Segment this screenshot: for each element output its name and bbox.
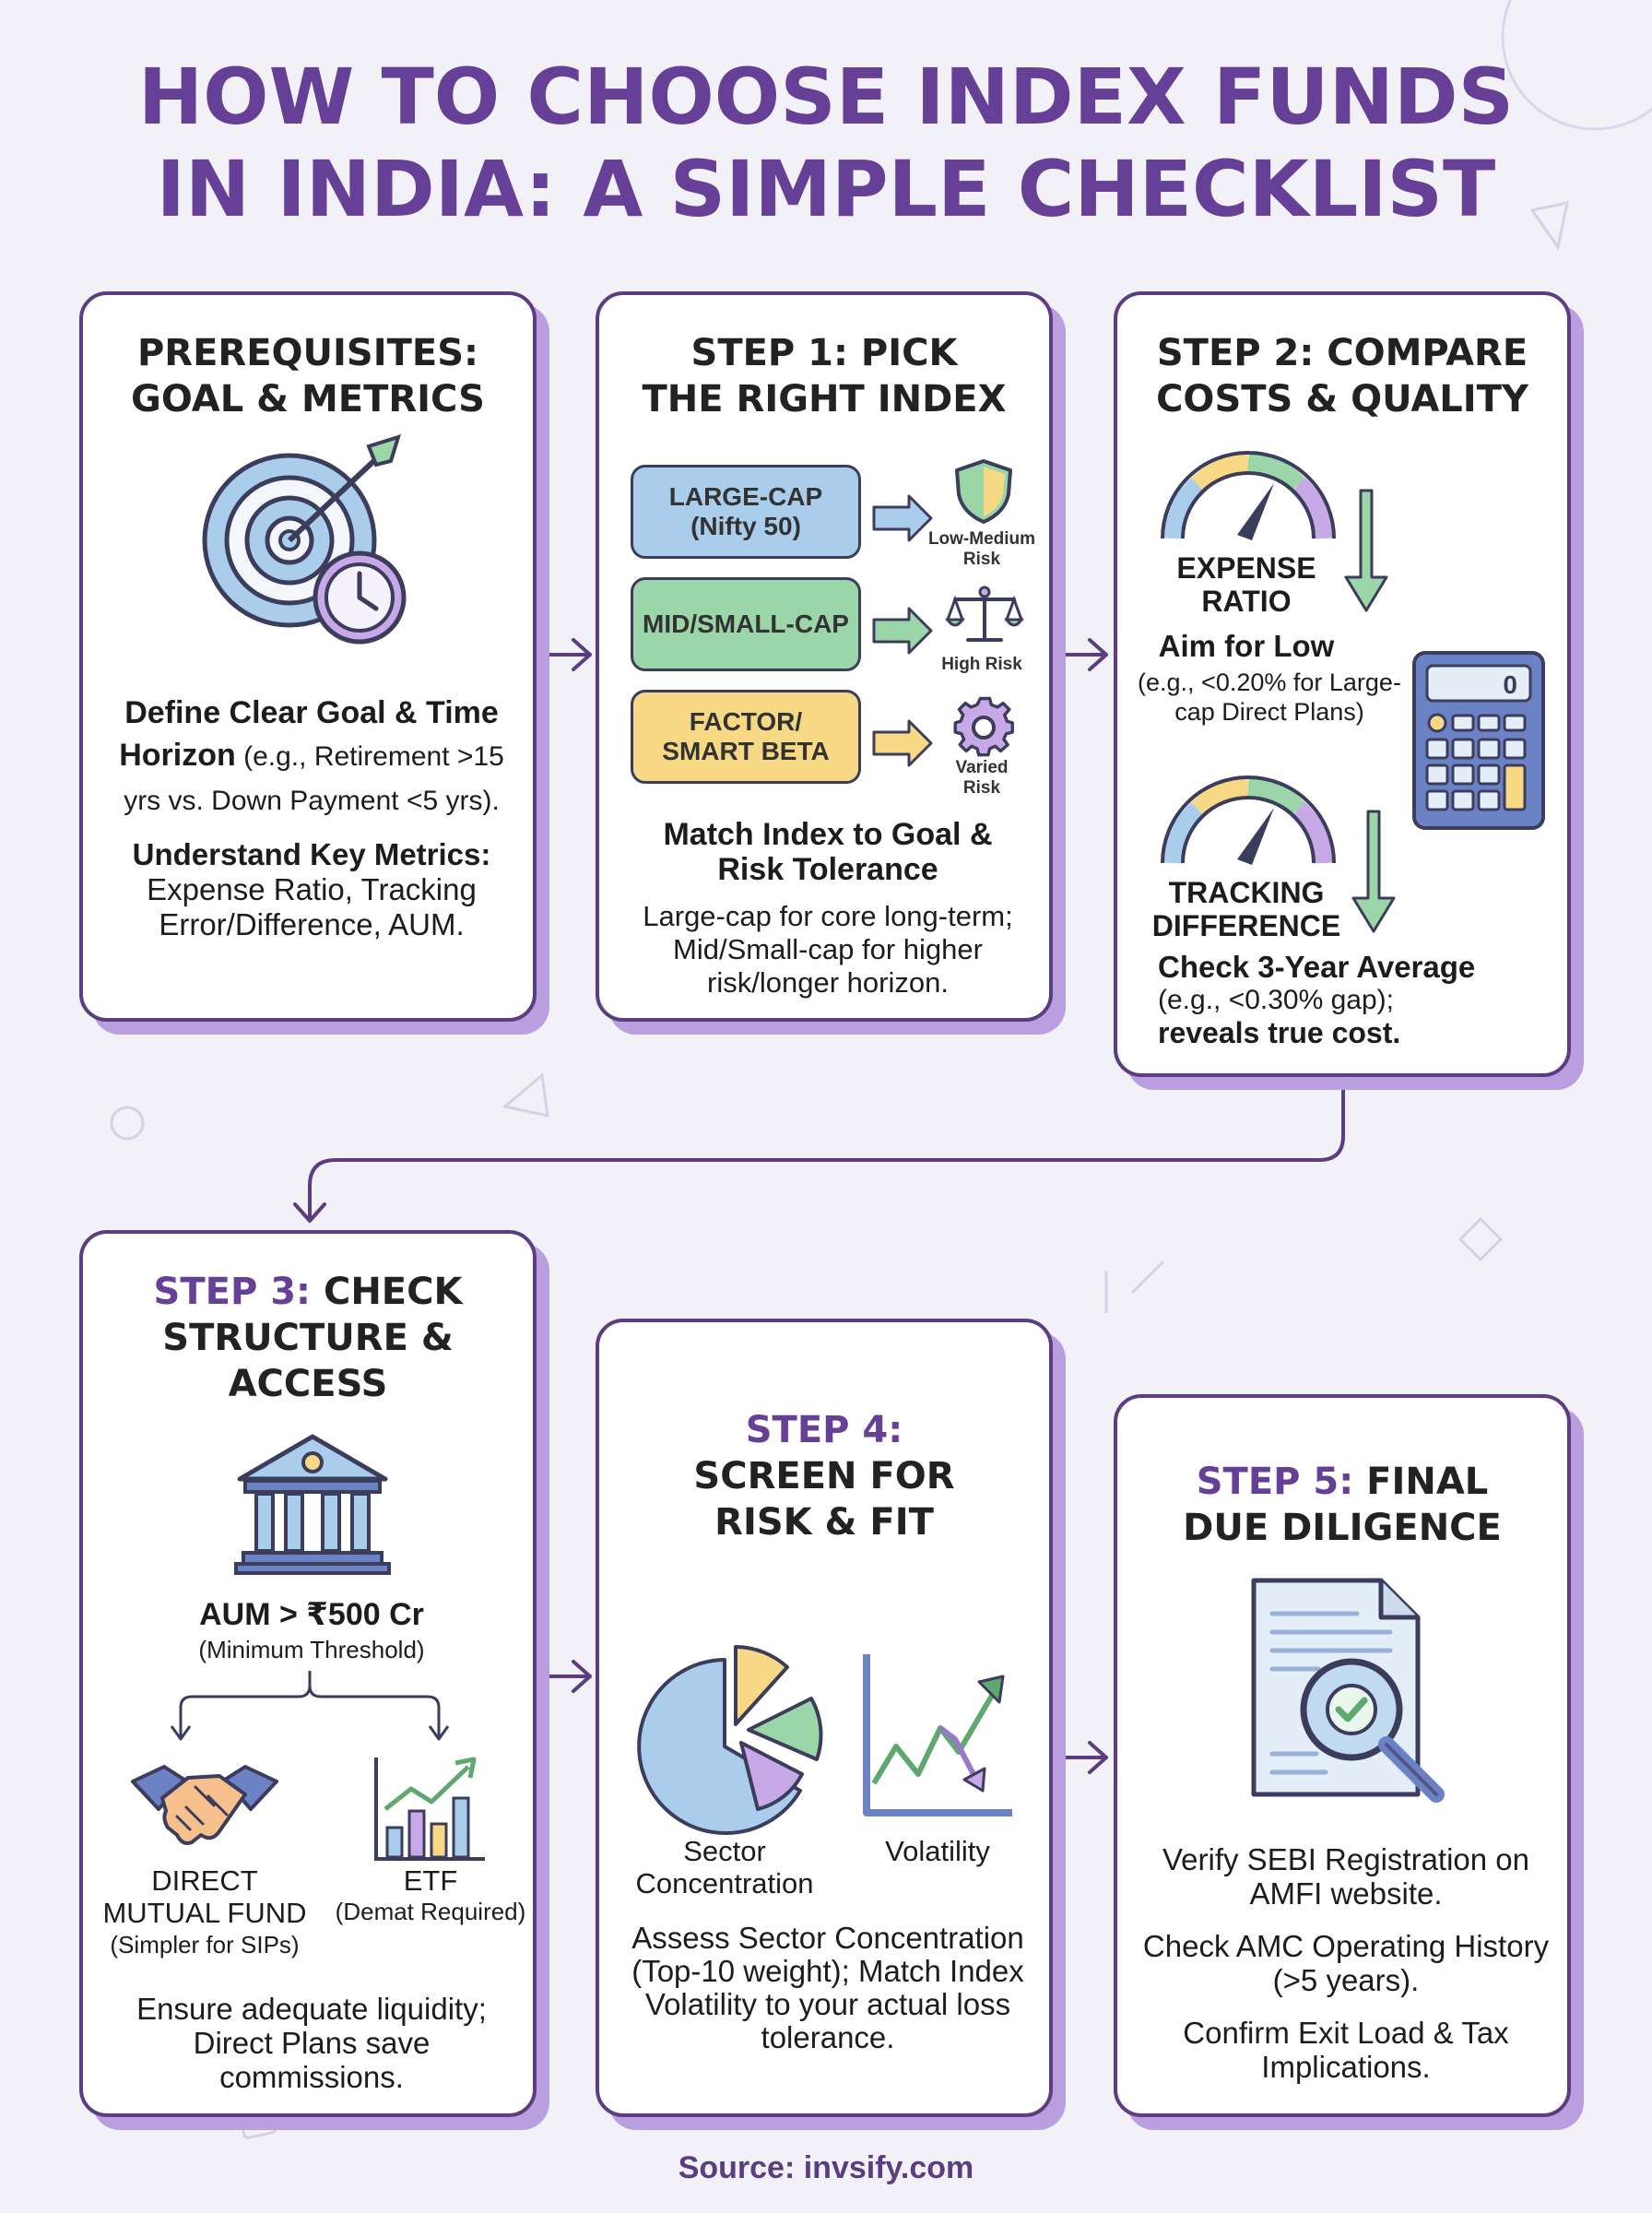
down-arrow-icon xyxy=(1344,489,1388,612)
etf-note: (Demat Required) xyxy=(335,1898,526,1925)
calculator-icon: 0 xyxy=(1412,651,1545,830)
expense-ratio-label: EXPENSE RATIO xyxy=(1176,551,1316,618)
aum-note: (Minimum Threshold) xyxy=(198,1636,425,1663)
card-step2: STEP 2: COMPARE COSTS & QUALITY EXPENSE … xyxy=(1114,291,1571,1077)
arrow-right-icon xyxy=(872,719,933,767)
pie-chart-icon xyxy=(637,1645,823,1835)
tracking-gauge-icon xyxy=(1161,775,1336,865)
due-diligence-item-2: Check AMC Operating History (>5 years). xyxy=(1142,1929,1550,1997)
card-step3: STEP 3: CHECK STRUCTURE & ACCESS AUM > ₹… xyxy=(79,1230,537,2117)
card-title: STEP 3: CHECK STRUCTURE & ACCESS xyxy=(153,1271,463,1405)
goal-text: Define Clear Goal & Time Horizon (e.g., … xyxy=(119,695,504,816)
tracking-text: Check 3-Year Average (e.g., <0.30% gap);… xyxy=(1158,950,1476,1049)
arrow-prereq-to-step1 xyxy=(537,638,592,671)
svg-text:0: 0 xyxy=(1503,670,1517,699)
step1-description: Large-cap for core long-term; Mid/Small-… xyxy=(643,900,1013,999)
due-diligence-item-1: Verify SEBI Registration on AMFI website… xyxy=(1162,1842,1530,1911)
arrow-step1-to-step2 xyxy=(1053,638,1108,671)
option-arrows xyxy=(872,494,933,767)
metrics-text: Understand Key Metrics: Expense Ratio, T… xyxy=(132,837,491,941)
decor-diamond xyxy=(1457,1216,1504,1262)
index-option-factor: FACTOR/ SMART BETA xyxy=(631,690,861,784)
index-option-large-cap: LARGE-CAP (Nifty 50) xyxy=(631,465,861,559)
expense-heading: Aim for Low xyxy=(1158,629,1335,663)
volatility-label: Volatility xyxy=(885,1835,990,1867)
step1-heading: Match Index to Goal & Risk Tolerance xyxy=(663,817,993,887)
direct-mutual-fund-note: (Simpler for SIPs) xyxy=(110,1931,300,1959)
card-step4: STEP 4: SCREEN FOR RISK & FIT Sector Con… xyxy=(596,1319,1053,2117)
risk-label-mid-small-cap: High Risk xyxy=(941,655,1022,674)
card-title: STEP 1: PICK THE RIGHT INDEX xyxy=(642,332,1007,420)
gear-icon xyxy=(953,696,1014,757)
sector-concentration-label: Sector Concentration xyxy=(635,1835,814,1899)
card-step5: STEP 5: FINAL DUE DILIGENCE Verify SEBI … xyxy=(1114,1394,1571,2117)
card-step1: STEP 1: PICK THE RIGHT INDEX LARGE-CAP (… xyxy=(596,291,1053,1022)
risk-label-large-cap: Low-Medium Risk xyxy=(927,529,1036,569)
shield-icon xyxy=(955,459,1012,524)
page-title: HOW TO CHOOSE INDEX FUNDS IN INDIA: A SI… xyxy=(137,52,1515,234)
decor-triangle xyxy=(1529,201,1569,251)
handshake-icon xyxy=(131,1765,278,1845)
arrow-step3-to-step4 xyxy=(537,1660,592,1693)
connector-step2-to-step3 xyxy=(293,1073,1345,1223)
bank-building-icon xyxy=(234,1434,391,1575)
target-clock-icon xyxy=(202,433,407,645)
card-title: PREREQUISITES: GOAL & METRICS xyxy=(131,332,485,420)
step3-description: Ensure adequate liquidity; Direct Plans … xyxy=(136,1992,487,2094)
card-title: STEP 5: FINAL DUE DILIGENCE xyxy=(1183,1461,1502,1549)
index-option-mid-small-cap: MID/SMALL-CAP xyxy=(631,577,861,671)
expense-description: (e.g., <0.20% for Large-cap Direct Plans… xyxy=(1138,669,1401,726)
card-title: STEP 4: SCREEN FOR RISK & FIT xyxy=(693,1409,955,1544)
etf-label: ETF xyxy=(403,1864,458,1897)
down-arrow-icon xyxy=(1351,810,1396,933)
expense-gauge-icon xyxy=(1161,451,1336,540)
decor-circle-large xyxy=(1501,0,1652,131)
tracking-difference-label: TRACKING DIFFERENCE xyxy=(1151,876,1341,942)
due-diligence-item-3: Confirm Exit Load & Tax Implications. xyxy=(1183,2016,1509,2084)
balance-scale-icon xyxy=(945,586,1024,642)
branch-connector xyxy=(170,1671,450,1741)
decor-lines xyxy=(1104,1260,1165,1313)
card-prerequisites: PREREQUISITES: GOAL & METRICS Define Cle… xyxy=(79,291,537,1022)
risk-label-factor: Varied Risk xyxy=(955,758,1009,798)
etf-growth-chart-icon xyxy=(374,1757,485,1861)
step4-description: Assess Sector Concentration (Top-10 weig… xyxy=(631,1921,1024,2054)
source-credit: Source: invsify.com xyxy=(678,2150,974,2185)
decor-triangle-2 xyxy=(502,1072,549,1118)
arrow-right-icon xyxy=(872,494,933,542)
card-title: STEP 2: COMPARE COSTS & QUALITY xyxy=(1156,332,1528,420)
arrow-right-icon xyxy=(872,607,933,655)
document-magnifier-icon xyxy=(1251,1578,1445,1803)
decor-circle-small xyxy=(110,1106,145,1141)
aum-threshold: AUM > ₹500 Cr xyxy=(199,1597,424,1632)
volatility-chart-icon xyxy=(863,1654,1012,1817)
direct-mutual-fund-label: DIRECT MUTUAL FUND xyxy=(102,1864,307,1929)
arrow-step4-to-step5 xyxy=(1053,1741,1108,1774)
